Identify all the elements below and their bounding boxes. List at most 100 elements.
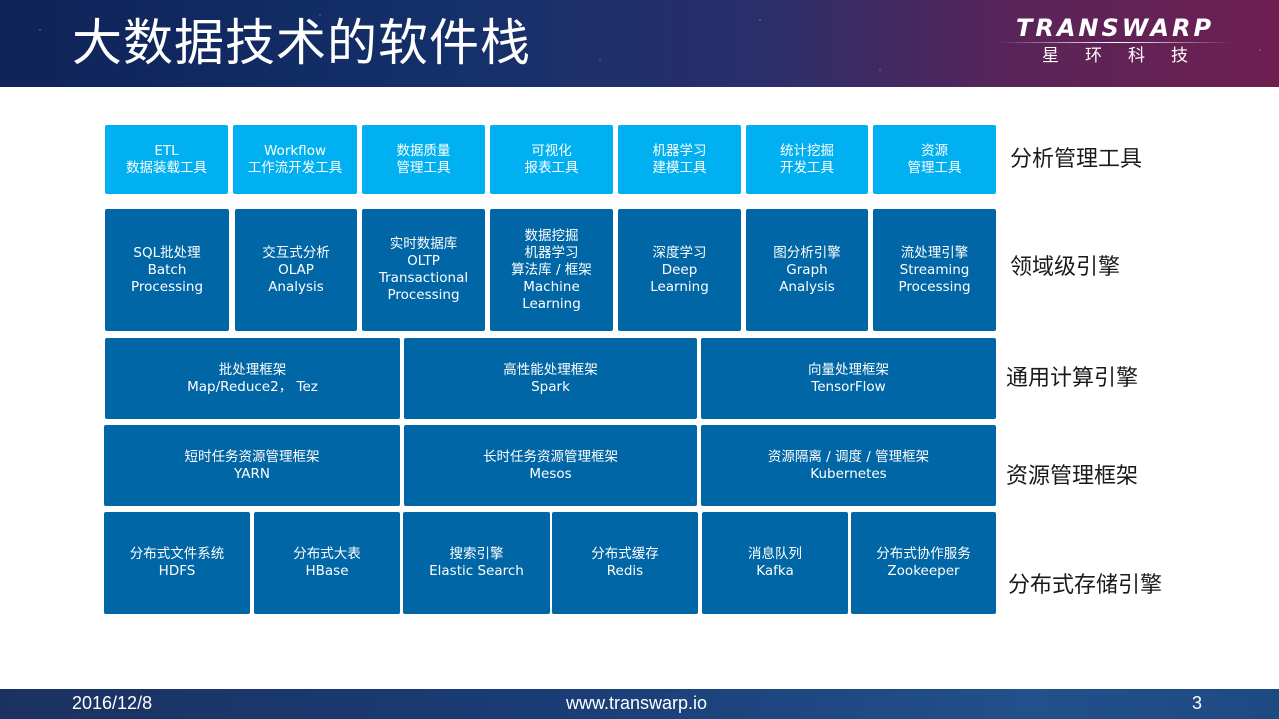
box-line: 向量处理框架 (808, 361, 889, 378)
footer-url[interactable]: www.transwarp.io (566, 693, 708, 713)
box-line: Analysis (268, 278, 324, 295)
box-line: 可视化 (531, 142, 572, 159)
box-line: OLTP (407, 253, 440, 269)
box-line: Zookeeper (887, 563, 960, 579)
box-line: 交互式分析 (262, 244, 330, 261)
page-title: 大数据技术的软件栈 (72, 14, 531, 72)
starfield-decoration (0, 0, 1279, 87)
engine-olap: 交互式分析 OLAP Analysis (235, 209, 357, 331)
storage-zookeeper: 分布式协作服务 Zookeeper (851, 512, 996, 614)
box-line: 数据装载工具 (126, 159, 207, 176)
compute-tensorflow: 向量处理框架 TensorFlow (701, 338, 996, 419)
box-line: 机器学习 (524, 244, 579, 261)
box-line: 数据质量 (396, 142, 451, 159)
box-line: Processing (898, 278, 971, 295)
storage-elasticsearch: 搜索引擎 Elastic Search (403, 512, 550, 614)
box-line: Analysis (779, 278, 835, 295)
slide-header: 大数据技术的软件栈 TRANSWARP 星环科技 (0, 0, 1279, 87)
box-line: 长时任务资源管理框架 (483, 448, 618, 465)
box-line: 短时任务资源管理框架 (184, 448, 320, 465)
box-line: 深度学习 (652, 244, 707, 261)
tool-etl: ETL 数据装载工具 (105, 125, 228, 194)
box-line: 报表工具 (524, 159, 579, 176)
box-line: YARN (234, 465, 270, 482)
footer-date: 2016/12/8 (72, 693, 153, 713)
box-line: 算法库 / 框架 (511, 261, 592, 278)
box-line: Processing (130, 278, 204, 295)
box-line: 资源 (921, 142, 948, 159)
box-line: HDFS (158, 563, 196, 579)
logo-swoosh-icon (998, 42, 1232, 43)
box-line: 机器学习 (652, 142, 707, 159)
box-line: Map/Reduce2， Tez (187, 378, 318, 395)
slide-footer: 2016/12/8 www.transwarp.io 3 (0, 689, 1279, 719)
engine-sql-batch: SQL批处理 Batch Processing (105, 209, 229, 331)
box-line: Learning (650, 278, 709, 295)
engine-oltp: 实时数据库 OLTP Transactional Processing (362, 209, 485, 331)
logo-chinese-name: 星环科技 (1042, 46, 1214, 66)
layer-label-domain-engines: 领域级引擎 (1010, 255, 1121, 280)
box-line: ETL (154, 142, 179, 159)
box-line: 分布式协作服务 (876, 546, 971, 562)
layer-label-resource-mgmt: 资源管理框架 (1006, 464, 1139, 489)
box-line: 实时数据库 (389, 236, 458, 252)
box-line: 建模工具 (652, 159, 707, 176)
box-line: Processing (387, 287, 460, 303)
box-line: Mesos (529, 465, 572, 482)
box-line: Transactional (378, 270, 469, 286)
box-line: Deep (661, 261, 698, 278)
engine-graph-analysis: 图分析引擎 Graph Analysis (746, 209, 868, 331)
tool-stat-mining: 统计挖掘 开发工具 (746, 125, 868, 194)
box-line: 分布式缓存 (591, 546, 659, 562)
box-line: 搜索引擎 (449, 546, 504, 562)
box-line: Machine (523, 278, 580, 295)
tool-ml-modeling: 机器学习 建模工具 (618, 125, 741, 194)
box-line: Graph (786, 261, 828, 278)
box-line: Kubernetes (810, 465, 887, 482)
resource-kubernetes: 资源隔离 / 调度 / 管理框架 Kubernetes (701, 425, 996, 506)
box-line: Spark (531, 378, 570, 395)
logo-wordmark: TRANSWARP (1015, 14, 1215, 42)
box-line: SQL批处理 (133, 244, 201, 261)
box-line: Learning (522, 295, 581, 312)
tool-visualization: 可视化 报表工具 (490, 125, 613, 194)
box-line: 分布式大表 (293, 546, 361, 562)
box-line: OLAP (278, 261, 314, 278)
box-line: 统计挖掘 (780, 142, 834, 159)
tool-resource-mgmt: 资源 管理工具 (873, 125, 996, 194)
storage-redis: 分布式缓存 Redis (552, 512, 698, 614)
box-line: Batch (147, 261, 187, 278)
resource-mesos: 长时任务资源管理框架 Mesos (404, 425, 697, 506)
box-line: TensorFlow (811, 378, 886, 395)
box-line: 高性能处理框架 (503, 361, 598, 378)
storage-hdfs: 分布式文件系统 HDFS (104, 512, 250, 614)
tool-data-quality: 数据质量 管理工具 (362, 125, 485, 194)
tool-workflow: Workflow 工作流开发工具 (233, 125, 357, 194)
box-line: Redis (606, 563, 644, 579)
box-line: Elastic Search (429, 563, 524, 579)
box-line: 管理工具 (907, 159, 962, 176)
box-line: 批处理框架 (218, 361, 287, 378)
compute-batch-framework: 批处理框架 Map/Reduce2， Tez (105, 338, 400, 419)
box-line: 资源隔离 / 调度 / 管理框架 (767, 448, 930, 465)
box-line: 流处理引擎 (900, 244, 969, 261)
box-line: 分布式文件系统 (129, 546, 225, 562)
box-line: 消息队列 (748, 546, 802, 562)
box-line: 管理工具 (396, 159, 451, 176)
resource-yarn: 短时任务资源管理框架 YARN (104, 425, 400, 506)
transwarp-logo: TRANSWARP 星环科技 (990, 14, 1240, 78)
engine-deep-learning: 深度学习 Deep Learning (618, 209, 741, 331)
box-line: Kafka (756, 563, 794, 579)
layer-label-compute-engines: 通用计算引擎 (1006, 366, 1139, 391)
box-line: 工作流开发工具 (247, 159, 343, 176)
box-line: 数据挖掘 (524, 227, 579, 244)
engine-streaming: 流处理引擎 Streaming Processing (873, 209, 996, 331)
box-line: HBase (305, 563, 349, 579)
box-line: 开发工具 (780, 159, 834, 176)
box-line: Workflow (264, 142, 326, 159)
layer-label-analysis-tools: 分析管理工具 (1010, 147, 1143, 172)
box-line: Streaming (899, 261, 970, 278)
box-line: 图分析引擎 (773, 244, 841, 261)
compute-spark: 高性能处理框架 Spark (404, 338, 697, 419)
layer-label-storage-engines: 分布式存储引擎 (1008, 573, 1163, 598)
